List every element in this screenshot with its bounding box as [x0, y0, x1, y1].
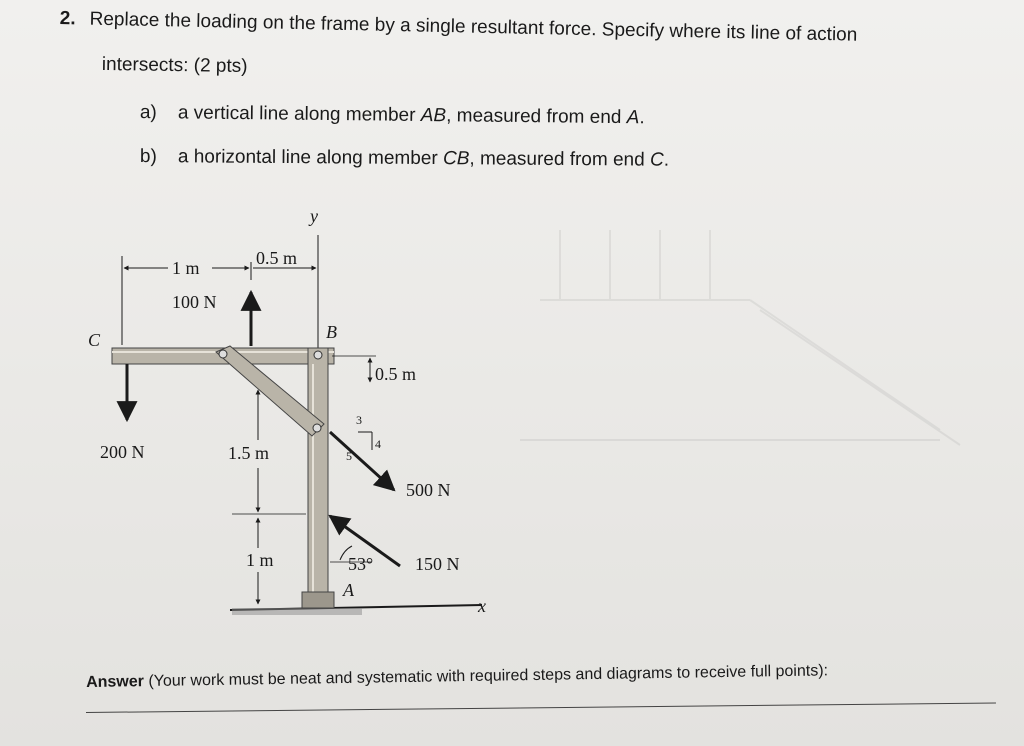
- bleed-through-marks: [520, 230, 961, 446]
- diagonal-brace: [215, 345, 325, 437]
- label-a: A: [342, 580, 355, 600]
- y-axis-label: y: [308, 206, 318, 226]
- force-100n-label: 100 N: [172, 292, 217, 312]
- slope-3: 3: [356, 413, 362, 427]
- pin-b: [313, 350, 323, 360]
- answer-label: Answer: [86, 673, 145, 691]
- support-a: [301, 591, 335, 609]
- slope-4: 4: [375, 437, 381, 451]
- member-ab: [307, 347, 329, 597]
- pin-brace-bottom: [312, 423, 322, 433]
- dim-05m-top: 0.5 m: [256, 248, 297, 268]
- x-axis-label: x: [477, 596, 486, 616]
- force-150n-label: 150 N: [415, 554, 460, 574]
- ground-hatch: [232, 608, 362, 615]
- dim-15m: 1.5 m: [228, 443, 269, 463]
- force-500n-label: 500 N: [406, 480, 451, 500]
- dim-1m-top: 1 m: [172, 258, 200, 278]
- slope-5: 5: [346, 449, 352, 463]
- force-200n-label: 200 N: [100, 442, 145, 462]
- force-500n-arrow: [328, 430, 396, 492]
- label-c: C: [88, 330, 101, 350]
- dim-05m-right: 0.5 m: [375, 364, 416, 384]
- angle-53: 53°: [348, 554, 373, 574]
- angle-arc: [339, 545, 353, 561]
- dim-1m-bottom: 1 m: [246, 550, 274, 570]
- force-150n-arrow: [328, 514, 401, 568]
- label-b: B: [326, 322, 337, 342]
- pin-brace-top: [218, 349, 228, 359]
